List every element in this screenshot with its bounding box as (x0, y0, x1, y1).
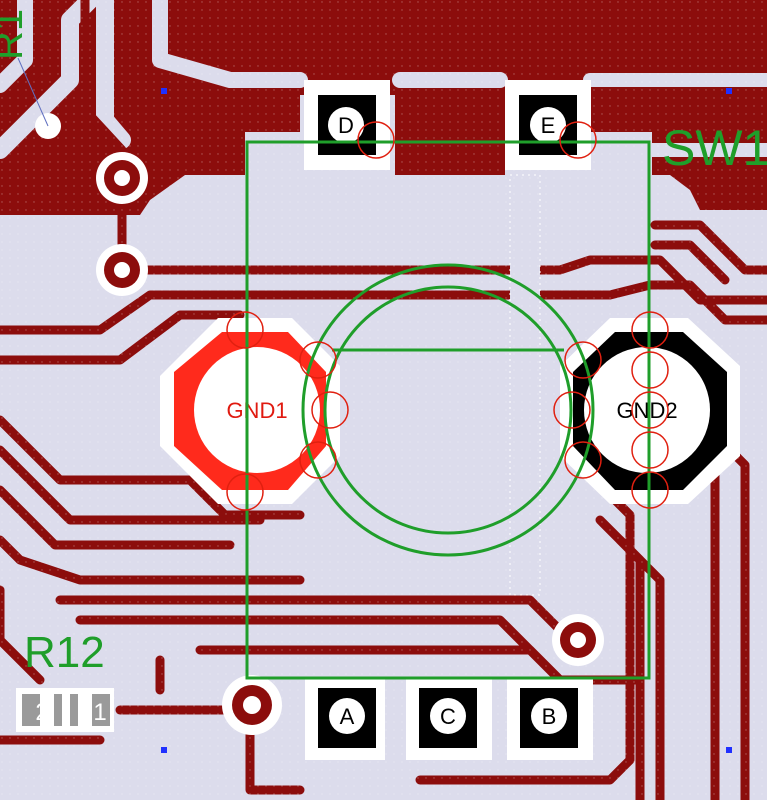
pad-e-label: E (541, 113, 556, 138)
r1-leader-line (17, 57, 49, 127)
pad-c-group: C (406, 678, 492, 760)
r12-designator: R12 (24, 628, 105, 677)
gnd1-label: GND1 (226, 398, 287, 423)
pad-b-group: B (507, 678, 593, 760)
drc-marker (357, 121, 395, 159)
pad-a-group: A (305, 678, 385, 760)
sw1-designator: SW1 (662, 120, 767, 176)
sw1-outer-ring (301, 263, 595, 557)
r12-pin1-label: 1 (93, 699, 106, 726)
fiducial (161, 88, 167, 94)
vias (35, 113, 604, 735)
fiducial-markers (161, 88, 732, 753)
drc-marker (631, 471, 669, 509)
drc-marker (226, 473, 264, 511)
sw1-outline (245, 140, 651, 680)
fiducial (161, 747, 167, 753)
via (570, 632, 586, 648)
drc-marker (226, 311, 264, 349)
via (114, 170, 130, 186)
drc-marker (631, 311, 669, 349)
drc-marker (559, 121, 597, 159)
r12-footprint: 2 1 (16, 688, 114, 732)
drc-marker (631, 351, 669, 389)
via (243, 696, 261, 714)
r1-designator: R1 (0, 9, 31, 60)
pad-e-group: E (505, 80, 591, 170)
drc-marker (299, 441, 337, 479)
drc-marker (631, 391, 669, 429)
pad-a-label: A (340, 704, 355, 729)
drc-marker (564, 441, 602, 479)
drc-marker (311, 391, 349, 429)
pad-d-label: D (338, 113, 354, 138)
drc-marker (631, 431, 669, 469)
gnd1-pad: GND1 (160, 318, 340, 504)
r12-pin2-label: 2 (35, 699, 48, 726)
fiducial (726, 88, 732, 94)
drc-marker (553, 391, 591, 429)
pad-d-group: D (304, 80, 390, 170)
pad-c-label: C (440, 704, 456, 729)
drc-marker (564, 341, 602, 379)
fiducial (726, 747, 732, 753)
sw1-silkscreen (245, 140, 651, 680)
sw1-inner-ring (323, 285, 573, 535)
drc-marker (299, 341, 337, 379)
via (114, 262, 130, 278)
drc-markers (226, 121, 669, 511)
pad-b-label: B (542, 704, 557, 729)
